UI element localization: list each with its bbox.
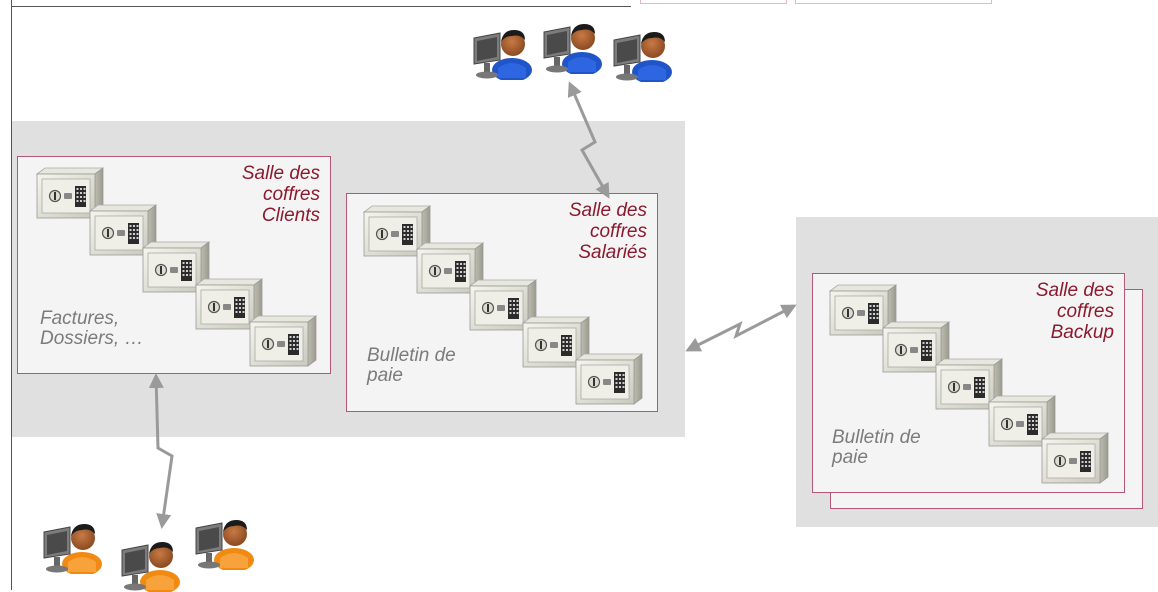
frame-tab (795, 0, 992, 4)
room-note-backup: Bulletin de paie (832, 427, 921, 468)
room-note-clients: Factures, Dossiers, … (40, 308, 144, 349)
room-title-clients: Salle des coffres Clients (241, 163, 320, 226)
room-note-salaries: Bulletin de paie (367, 345, 456, 386)
lightning-double-arrow-icon (148, 373, 174, 529)
lightning-double-arrow-icon (567, 81, 610, 199)
frame-left-border (11, 0, 12, 590)
frame-tab (640, 0, 787, 4)
room-title-backup: Salle des coffres Backup (1035, 280, 1114, 343)
lightning-double-arrow-icon (685, 304, 797, 352)
room-title-salaries: Salle des coffres Salariés (568, 200, 647, 263)
frame-top-border (11, 6, 631, 7)
